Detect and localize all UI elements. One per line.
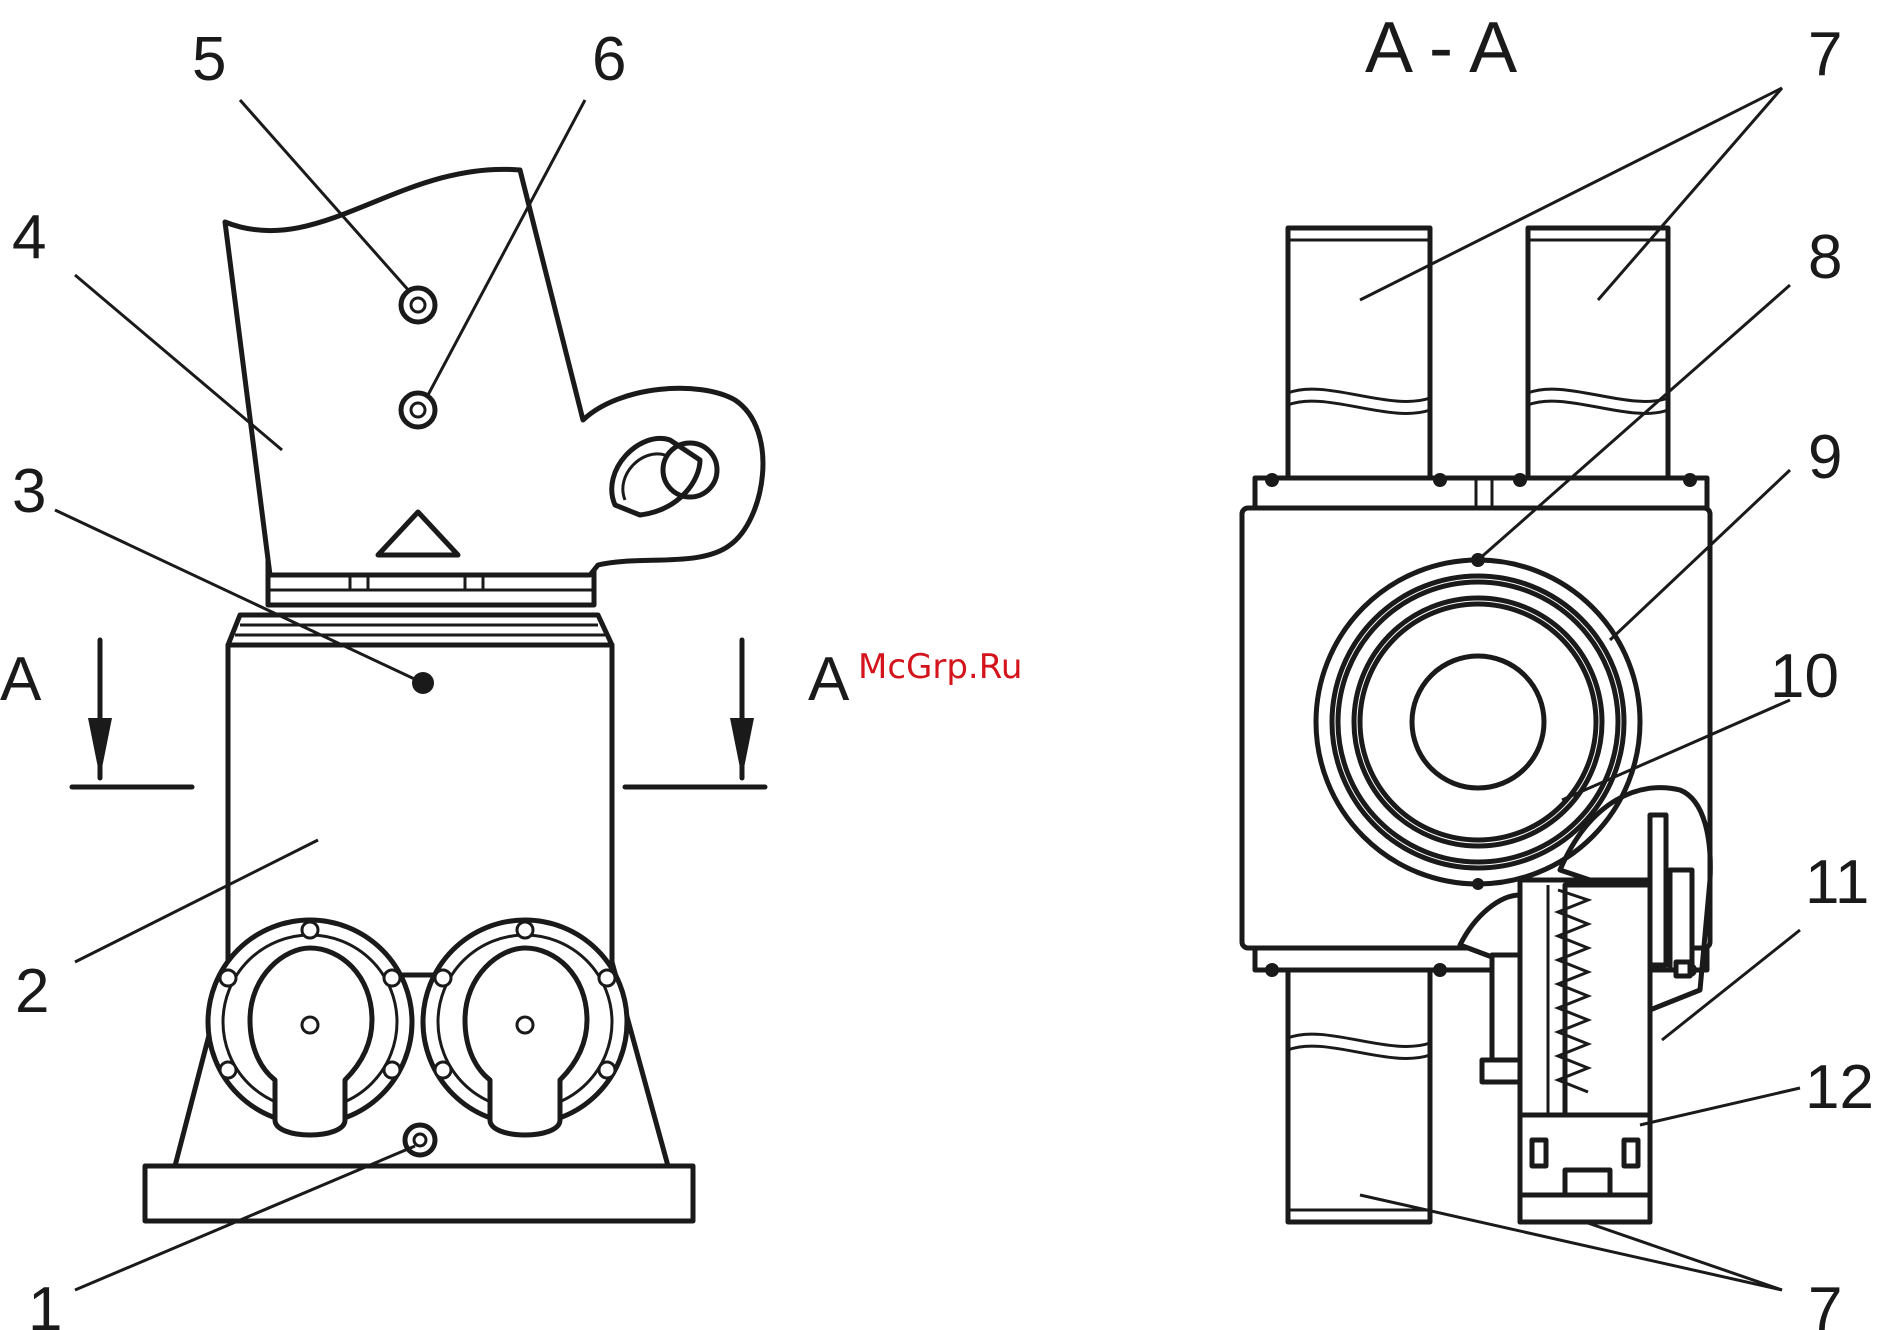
leader-12 (1640, 1088, 1800, 1125)
bolt-1-inner (414, 1134, 426, 1146)
callout-7-bottom: 7 (1808, 1275, 1842, 1330)
base-plate (145, 1166, 693, 1221)
callout-11: 11 (1805, 848, 1869, 917)
section-mark-right: A (808, 645, 850, 714)
bolt-5-inner (411, 298, 425, 312)
section-mark-left: A (0, 645, 42, 714)
watermark: McGrp.Ru (858, 647, 1022, 687)
section-marker-right (625, 640, 765, 787)
callout-12: 12 (1805, 1053, 1874, 1122)
callout-4: 4 (12, 203, 46, 272)
callout-6: 6 (592, 25, 626, 94)
callout-5: 5 (192, 25, 226, 94)
callout-2: 2 (15, 957, 49, 1026)
callout-10: 10 (1770, 642, 1839, 711)
front-view (55, 100, 765, 1290)
bolt-6-inner (411, 403, 425, 417)
upper-bracket (225, 169, 763, 575)
section-view (1242, 88, 1800, 1290)
callout-1: 1 (28, 1275, 62, 1330)
callout-3: 3 (12, 457, 46, 526)
worm-wheel (1316, 553, 1640, 890)
section-marker-left (72, 640, 192, 787)
callout-8: 8 (1808, 223, 1842, 292)
pipe-top-left (1288, 228, 1430, 478)
top-flange (1255, 478, 1707, 508)
leader-7d (1585, 1222, 1782, 1290)
callout-9: 9 (1808, 423, 1842, 492)
pipe-top-right (1528, 228, 1668, 478)
section-title: A - A (1365, 8, 1517, 88)
callout-7-top: 7 (1808, 20, 1842, 89)
leader-7b (1598, 88, 1782, 300)
pipe-bottom (1288, 970, 1430, 1222)
